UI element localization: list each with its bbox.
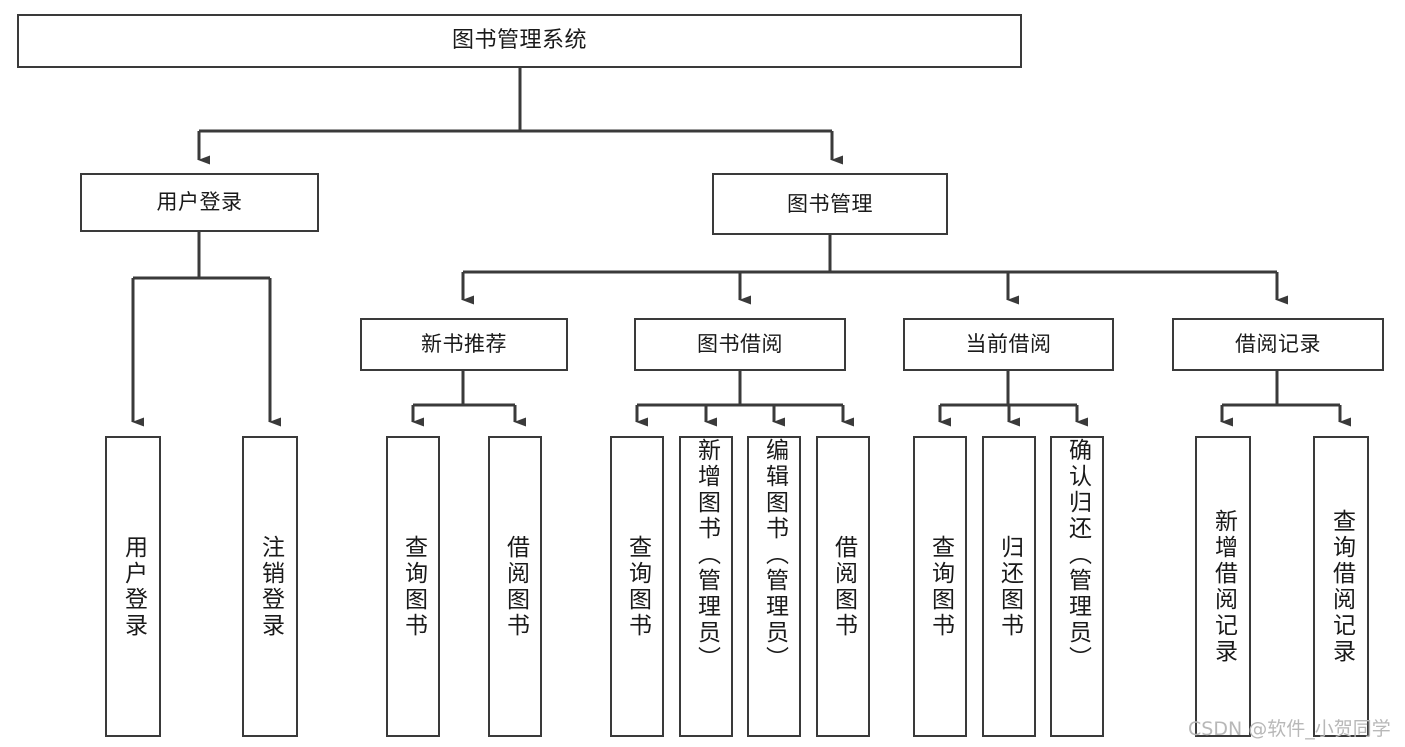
node-leaf-user-login[interactable]: 用户登录 (105, 436, 161, 737)
node-leaf-logout[interactable]: 注销登录 (242, 436, 298, 737)
node-leaf-query-book-2-label: 查询图书 (624, 534, 651, 639)
node-borrow-record[interactable]: 借阅记录 (1172, 318, 1384, 371)
node-leaf-return-book[interactable]: 归还图书 (982, 436, 1036, 737)
node-leaf-user-login-label: 用户登录 (120, 534, 147, 639)
node-leaf-query-record[interactable]: 查询借阅记录 (1313, 436, 1369, 737)
node-current-borrow-label: 当前借阅 (965, 332, 1052, 357)
node-book-management-label: 图书管理 (787, 191, 873, 216)
node-leaf-borrow-book-2-label: 借阅图书 (830, 534, 857, 639)
node-book-borrow-label: 图书借阅 (697, 332, 783, 357)
node-borrow-record-label: 借阅记录 (1235, 332, 1321, 357)
node-leaf-query-book-3-label: 查询图书 (927, 534, 954, 639)
node-leaf-confirm-return[interactable]: 确认归还（管理员） (1050, 436, 1104, 737)
node-root[interactable]: 图书管理系统 (17, 14, 1022, 68)
node-user-login[interactable]: 用户登录 (80, 173, 319, 232)
node-leaf-query-book-3[interactable]: 查询图书 (913, 436, 967, 737)
node-user-login-label: 用户登录 (156, 190, 243, 215)
node-leaf-add-record-label: 新增借阅记录 (1210, 508, 1237, 665)
node-new-book-recommend[interactable]: 新书推荐 (360, 318, 568, 371)
node-leaf-borrow-book-1[interactable]: 借阅图书 (488, 436, 542, 737)
node-leaf-borrow-book-2[interactable]: 借阅图书 (816, 436, 870, 737)
node-leaf-query-book-2[interactable]: 查询图书 (610, 436, 664, 737)
node-leaf-logout-label: 注销登录 (257, 534, 284, 639)
node-new-book-recommend-label: 新书推荐 (421, 332, 507, 357)
node-leaf-query-book-1[interactable]: 查询图书 (386, 436, 440, 737)
node-leaf-edit-book[interactable]: 编辑图书（管理员） (747, 436, 801, 737)
node-leaf-add-record[interactable]: 新增借阅记录 (1195, 436, 1251, 737)
node-leaf-confirm-return-label: 确认归还（管理员） (1064, 438, 1091, 672)
watermark-text: CSDN @软件_小贺同学 (1188, 718, 1391, 740)
node-book-management[interactable]: 图书管理 (712, 173, 948, 235)
node-current-borrow[interactable]: 当前借阅 (903, 318, 1114, 371)
node-leaf-add-book-label: 新增图书（管理员） (693, 438, 720, 672)
node-book-borrow[interactable]: 图书借阅 (634, 318, 846, 371)
node-leaf-add-book[interactable]: 新增图书（管理员） (679, 436, 733, 737)
node-leaf-return-book-label: 归还图书 (996, 534, 1023, 639)
node-root-label: 图书管理系统 (451, 28, 587, 54)
node-leaf-query-record-label: 查询借阅记录 (1328, 508, 1355, 665)
node-leaf-edit-book-label: 编辑图书（管理员） (761, 438, 788, 672)
node-leaf-query-book-1-label: 查询图书 (400, 534, 427, 639)
node-leaf-borrow-book-1-label: 借阅图书 (502, 534, 529, 639)
